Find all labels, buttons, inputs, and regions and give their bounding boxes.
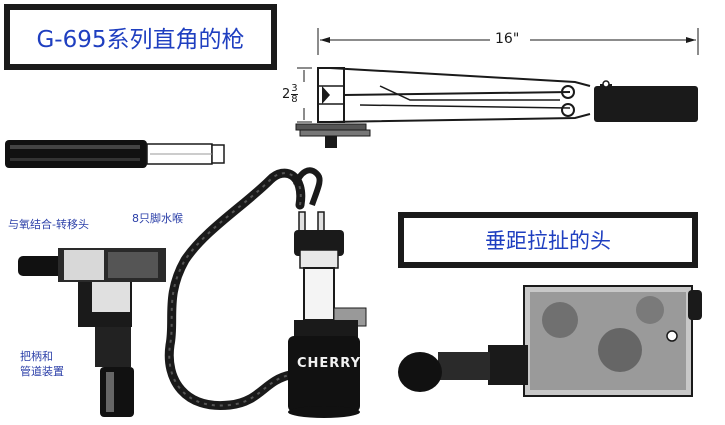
nozzle-label: 8只脚水喉 (132, 212, 183, 225)
height-dimension-denominator: 8 (291, 94, 298, 105)
length-dimension: 16" (495, 31, 520, 47)
height-dimension-whole: 2 (282, 87, 291, 102)
handle-label-line2: 管道装置 (20, 365, 64, 378)
height-dimension-numerator: 3 (291, 83, 298, 94)
transfer-head-label: 与氧结合-转移头 (8, 218, 89, 231)
gun-series-title: G-695系列直角的枪 (36, 27, 245, 53)
pulling-head-title: 垂距拉扯的头 (485, 229, 611, 253)
cherry-brand-text: CHERRY (297, 356, 362, 371)
pulling-head-title-box: 垂距拉扯的头 (398, 212, 698, 268)
gun-series-title-box: G-695系列直角的枪 (4, 4, 277, 70)
handle-label-line1: 把柄和 (20, 350, 53, 363)
